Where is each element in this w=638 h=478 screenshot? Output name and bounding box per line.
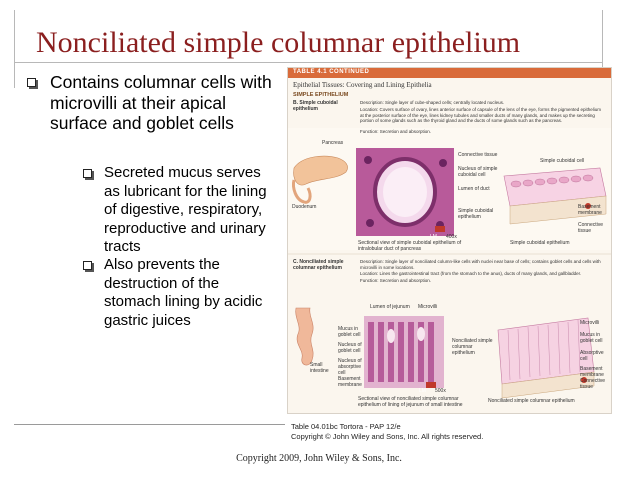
- label-cuboidal-cell: Simple cuboidal cell: [540, 158, 585, 164]
- figure-caption-line-1: Table 04.01bc Tortora - PAP 12/e: [291, 422, 401, 431]
- bullet-square-icon: [83, 261, 92, 270]
- bullet-square-icon: [83, 169, 92, 178]
- connective-layer-b: [509, 195, 607, 225]
- figure-caption-line-2: Copyright © John Wiley and Sons, Inc. Al…: [291, 432, 484, 441]
- label-connective-c: Connective tissue: [580, 378, 606, 390]
- label-section-view-b: Sectional view of simple cuboidal epithe…: [358, 240, 462, 252]
- label-nucleus-abs-c: Nucleus of absorptive cell: [338, 358, 362, 376]
- connective-layer-c: [501, 371, 595, 399]
- bullet-main-text: Contains columnar cells with microvilli …: [50, 72, 272, 133]
- label-basement-b: Basement membrane: [578, 204, 602, 216]
- slide-title: Nonciliated simple columnar epithelium: [36, 26, 521, 59]
- label-microvilli-c: Microvilli: [418, 304, 438, 310]
- left-frame-line: [14, 10, 15, 88]
- label-intestine: Small intestine: [310, 362, 329, 374]
- section-c-label: C. Nonciliated simple columnar epitheliu…: [293, 259, 344, 271]
- label-mag-c: 500x: [435, 388, 446, 394]
- section-b-location: Location: Covers surface of ovary, lines…: [360, 107, 602, 123]
- sub-bullet-1-text: Secreted mucus serves as lubricant for t…: [104, 164, 267, 255]
- section-c-description: Description: Single layer of nonciliated…: [360, 259, 601, 270]
- section-b-function: Function: Secretion and absorption.: [360, 129, 432, 134]
- label-connective2-b: Connective tissue: [578, 222, 604, 234]
- label-mucus2-c: Mucus in goblet cell: [580, 332, 603, 344]
- label-absorptive-c: Absorptive cell: [580, 350, 604, 362]
- figure-header-bar: TABLE 4.1 CONTINUED: [288, 68, 611, 78]
- epithelium-figure: TABLE 4.1 CONTINUED Epithelial Tissues: …: [287, 67, 612, 414]
- section-c-function: Function: Secretion and absorption.: [360, 278, 432, 283]
- bottom-divider: [14, 424, 285, 425]
- figure-tag: TABLE 4.1 CONTINUED: [293, 69, 370, 75]
- label-mag-b: 400x: [446, 234, 457, 240]
- slide-footer: Copyright 2009, John Wiley & Sons, Inc.: [236, 453, 402, 464]
- duct-lumen-inner: [383, 167, 427, 217]
- label-diagram-caption-c: Nonciliated simple columnar epithelium: [488, 398, 575, 404]
- figure-section-heading: SIMPLE EPITHELIUM: [293, 92, 349, 98]
- label-connective-b: Connective tissue: [458, 152, 498, 158]
- label-simple-cuboidal-b: Simple cuboidal epithelium: [458, 208, 494, 220]
- section-b-description: Description: Single layer of cube-shaped…: [360, 100, 505, 105]
- bullet-square-icon: [27, 78, 36, 87]
- label-lm-b: LM: [430, 234, 437, 240]
- sub-bullet-2-text: Also prevents the destruction of the sto…: [104, 256, 263, 329]
- label-nonciliated: Nonciliated simple columnar epithelium: [452, 338, 493, 356]
- small-intestine-illustration: [295, 307, 314, 366]
- pancreas-illustration: [293, 155, 348, 186]
- title-underline: [14, 62, 603, 63]
- label-lumen-b: Lumen of duct: [458, 186, 490, 192]
- duodenum-illustration: [292, 179, 312, 204]
- label-pancreas: Pancreas: [322, 140, 344, 146]
- label-microvilli2-c: Microvilli: [580, 320, 600, 326]
- label-diagram-caption-b: Simple cuboidal epithelium: [510, 240, 570, 246]
- bullet-main: Contains columnar cells with microvilli …: [27, 72, 276, 134]
- label-lumen-c: Lumen of jejunum: [370, 304, 410, 310]
- right-frame-line: [602, 10, 603, 88]
- label-nucleus-b: Nucleus of simple cuboidal cell: [458, 166, 498, 178]
- label-basement2-c: Basement membrane: [580, 366, 604, 378]
- figure-subtitle: Epithelial Tissues: Covering and Lining …: [293, 81, 432, 89]
- section-c-location: Location: Lines the gastrointestinal tra…: [360, 271, 582, 276]
- label-section-view-c: Sectional view of nonciliated simple col…: [358, 396, 463, 408]
- section-b-label: B. Simple cuboidal epithelium: [293, 100, 338, 112]
- label-mucus-c: Mucus in goblet cell: [338, 326, 361, 338]
- label-basement-c: Basement membrane: [338, 376, 362, 388]
- label-lm-c: LM: [419, 388, 426, 394]
- sub-bullet-2: Also prevents the destruction of the sto…: [83, 256, 276, 330]
- label-nucleus-goblet-c: Nucleus of goblet cell: [338, 342, 362, 354]
- figure-artwork: [288, 128, 611, 399]
- sub-bullet-1: Secreted mucus serves as lubricant for t…: [83, 164, 276, 257]
- label-duodenum: Duodenum: [292, 204, 317, 210]
